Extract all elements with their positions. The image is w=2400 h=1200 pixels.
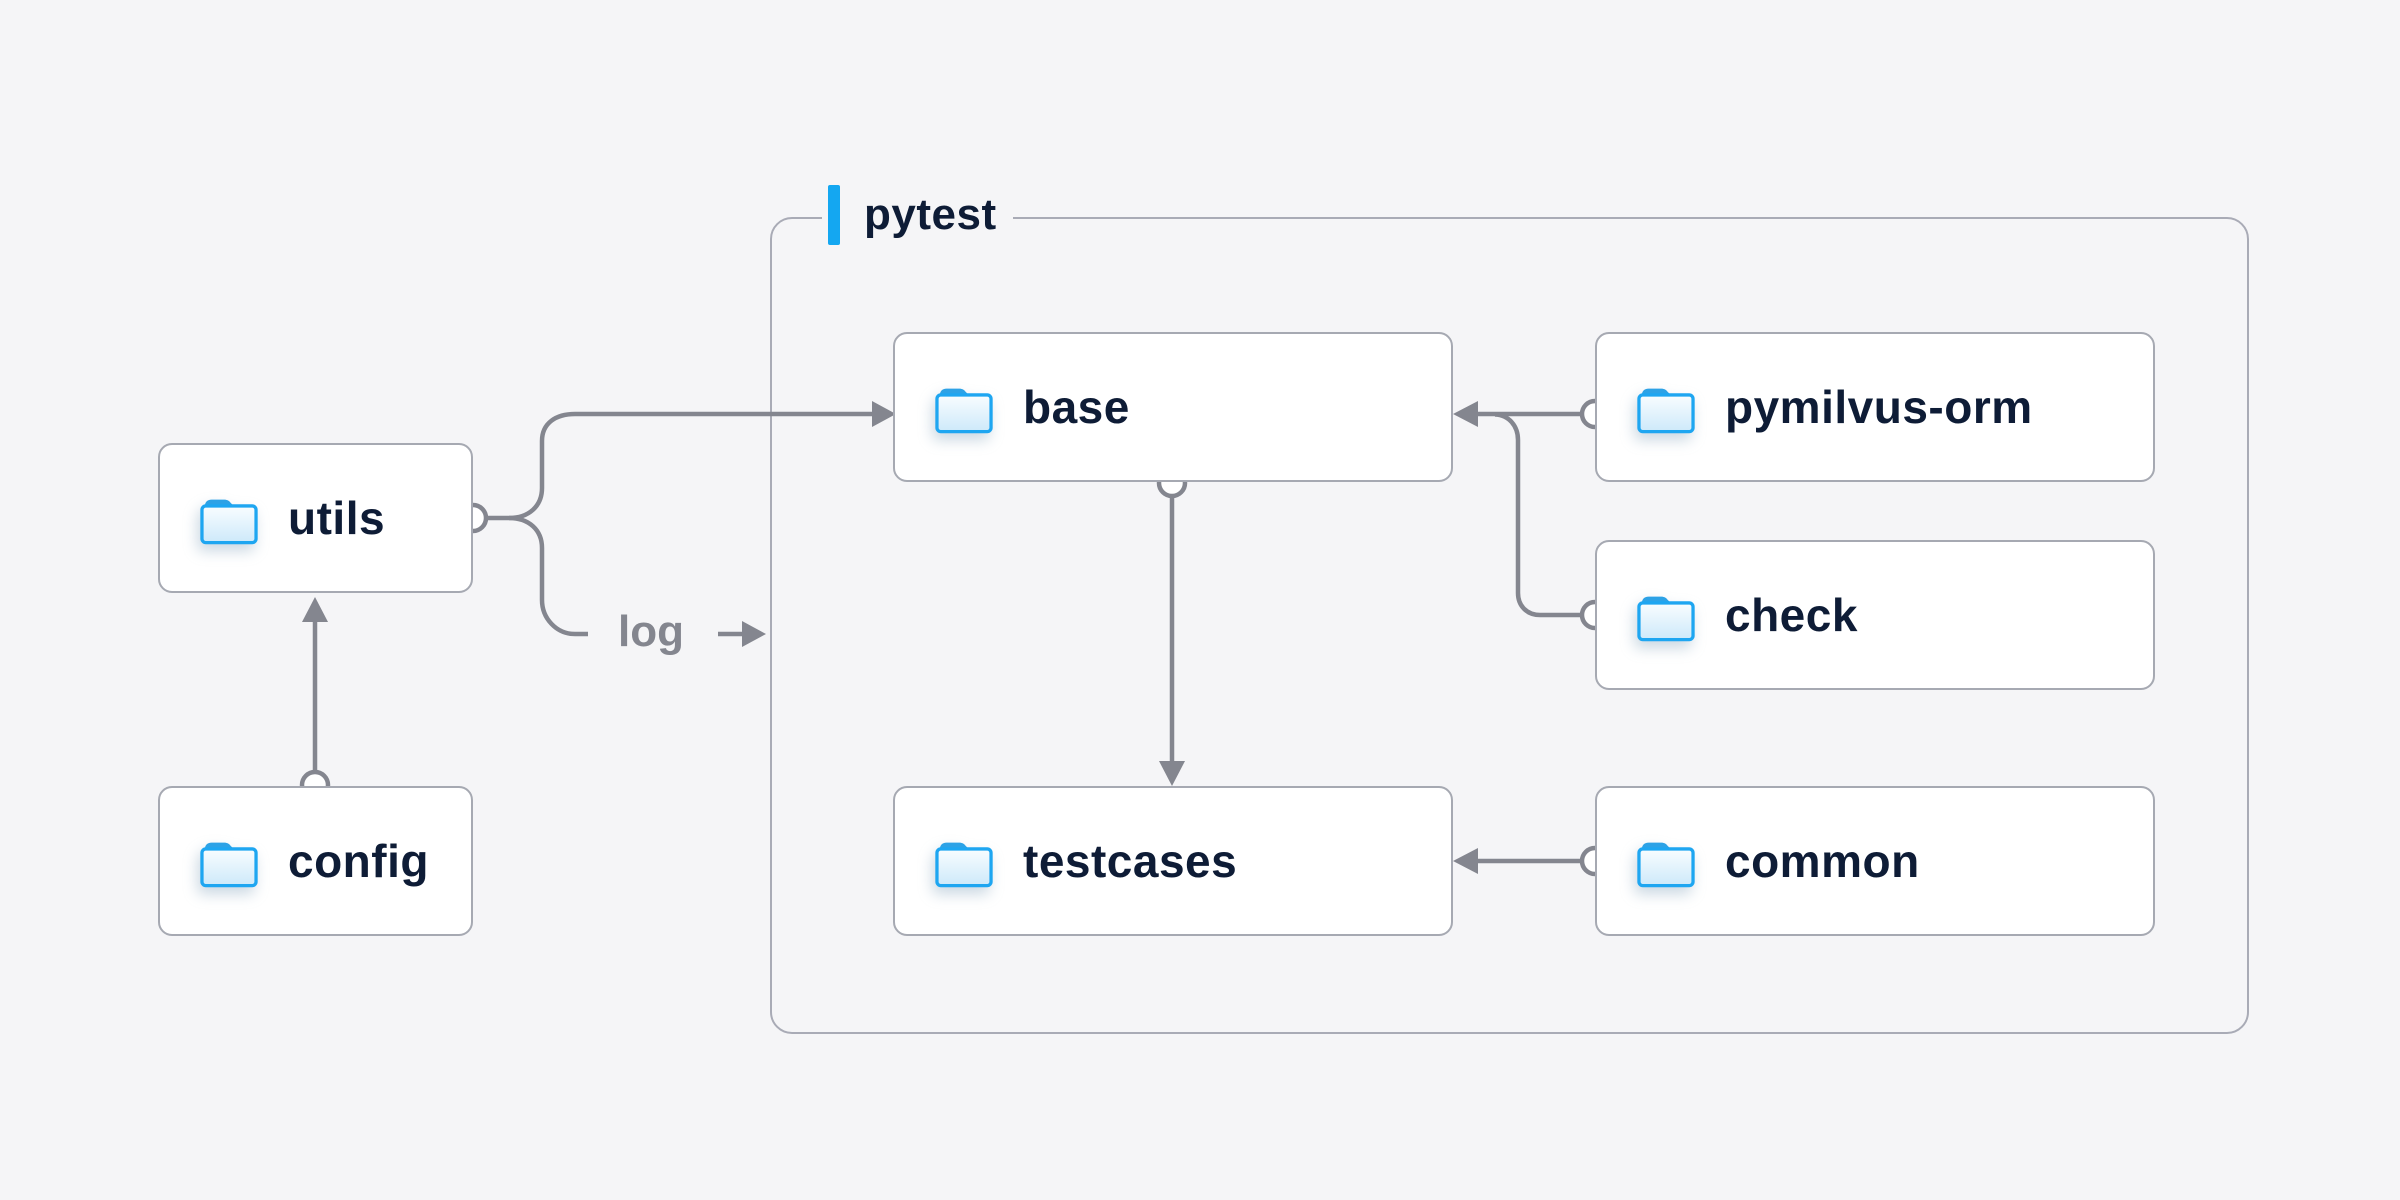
pytest-label: pytest <box>822 183 1013 247</box>
node-utils: utils <box>158 443 473 593</box>
node-config: config <box>158 786 473 936</box>
node-testcases: testcases <box>893 786 1453 936</box>
edge-utils-log <box>508 515 766 647</box>
node-label: config <box>288 835 429 887</box>
arrowhead <box>872 401 896 427</box>
arrowhead <box>1159 761 1185 786</box>
pytest-label-text: pytest <box>864 190 997 239</box>
folder-icon <box>200 842 258 888</box>
node-label: base <box>1023 381 1130 433</box>
edge-label-log: log <box>618 607 684 656</box>
node-common: common <box>1595 786 2155 936</box>
edge-utils-base <box>457 401 896 534</box>
folder-icon <box>1637 842 1695 888</box>
edge-check-base <box>1494 412 1611 631</box>
edge-config-utils <box>299 597 331 801</box>
accent-bar <box>828 185 840 245</box>
folder-icon <box>935 842 993 888</box>
node-label: check <box>1725 589 1858 641</box>
pytest-group-container <box>770 217 2249 1034</box>
node-label: common <box>1725 835 1920 887</box>
arrowhead <box>1453 401 1478 427</box>
node-pymilvus-orm: pymilvus-orm <box>1595 332 2155 482</box>
node-base: base <box>893 332 1453 482</box>
edge-common-testcases <box>1453 845 1611 877</box>
arrowhead <box>1453 848 1478 874</box>
node-label: pymilvus-orm <box>1725 381 2033 433</box>
folder-icon <box>1637 596 1695 642</box>
folder-icon <box>1637 388 1695 434</box>
edge-base-testcases <box>1156 467 1188 786</box>
folder-icon <box>200 499 258 545</box>
arrowhead <box>302 597 328 622</box>
node-label: utils <box>288 492 386 544</box>
edge-pymilvus-orm-base <box>1453 398 1611 430</box>
node-check: check <box>1595 540 2155 690</box>
folder-icon <box>935 388 993 434</box>
arrowhead <box>742 621 766 647</box>
node-label: testcases <box>1023 835 1238 887</box>
